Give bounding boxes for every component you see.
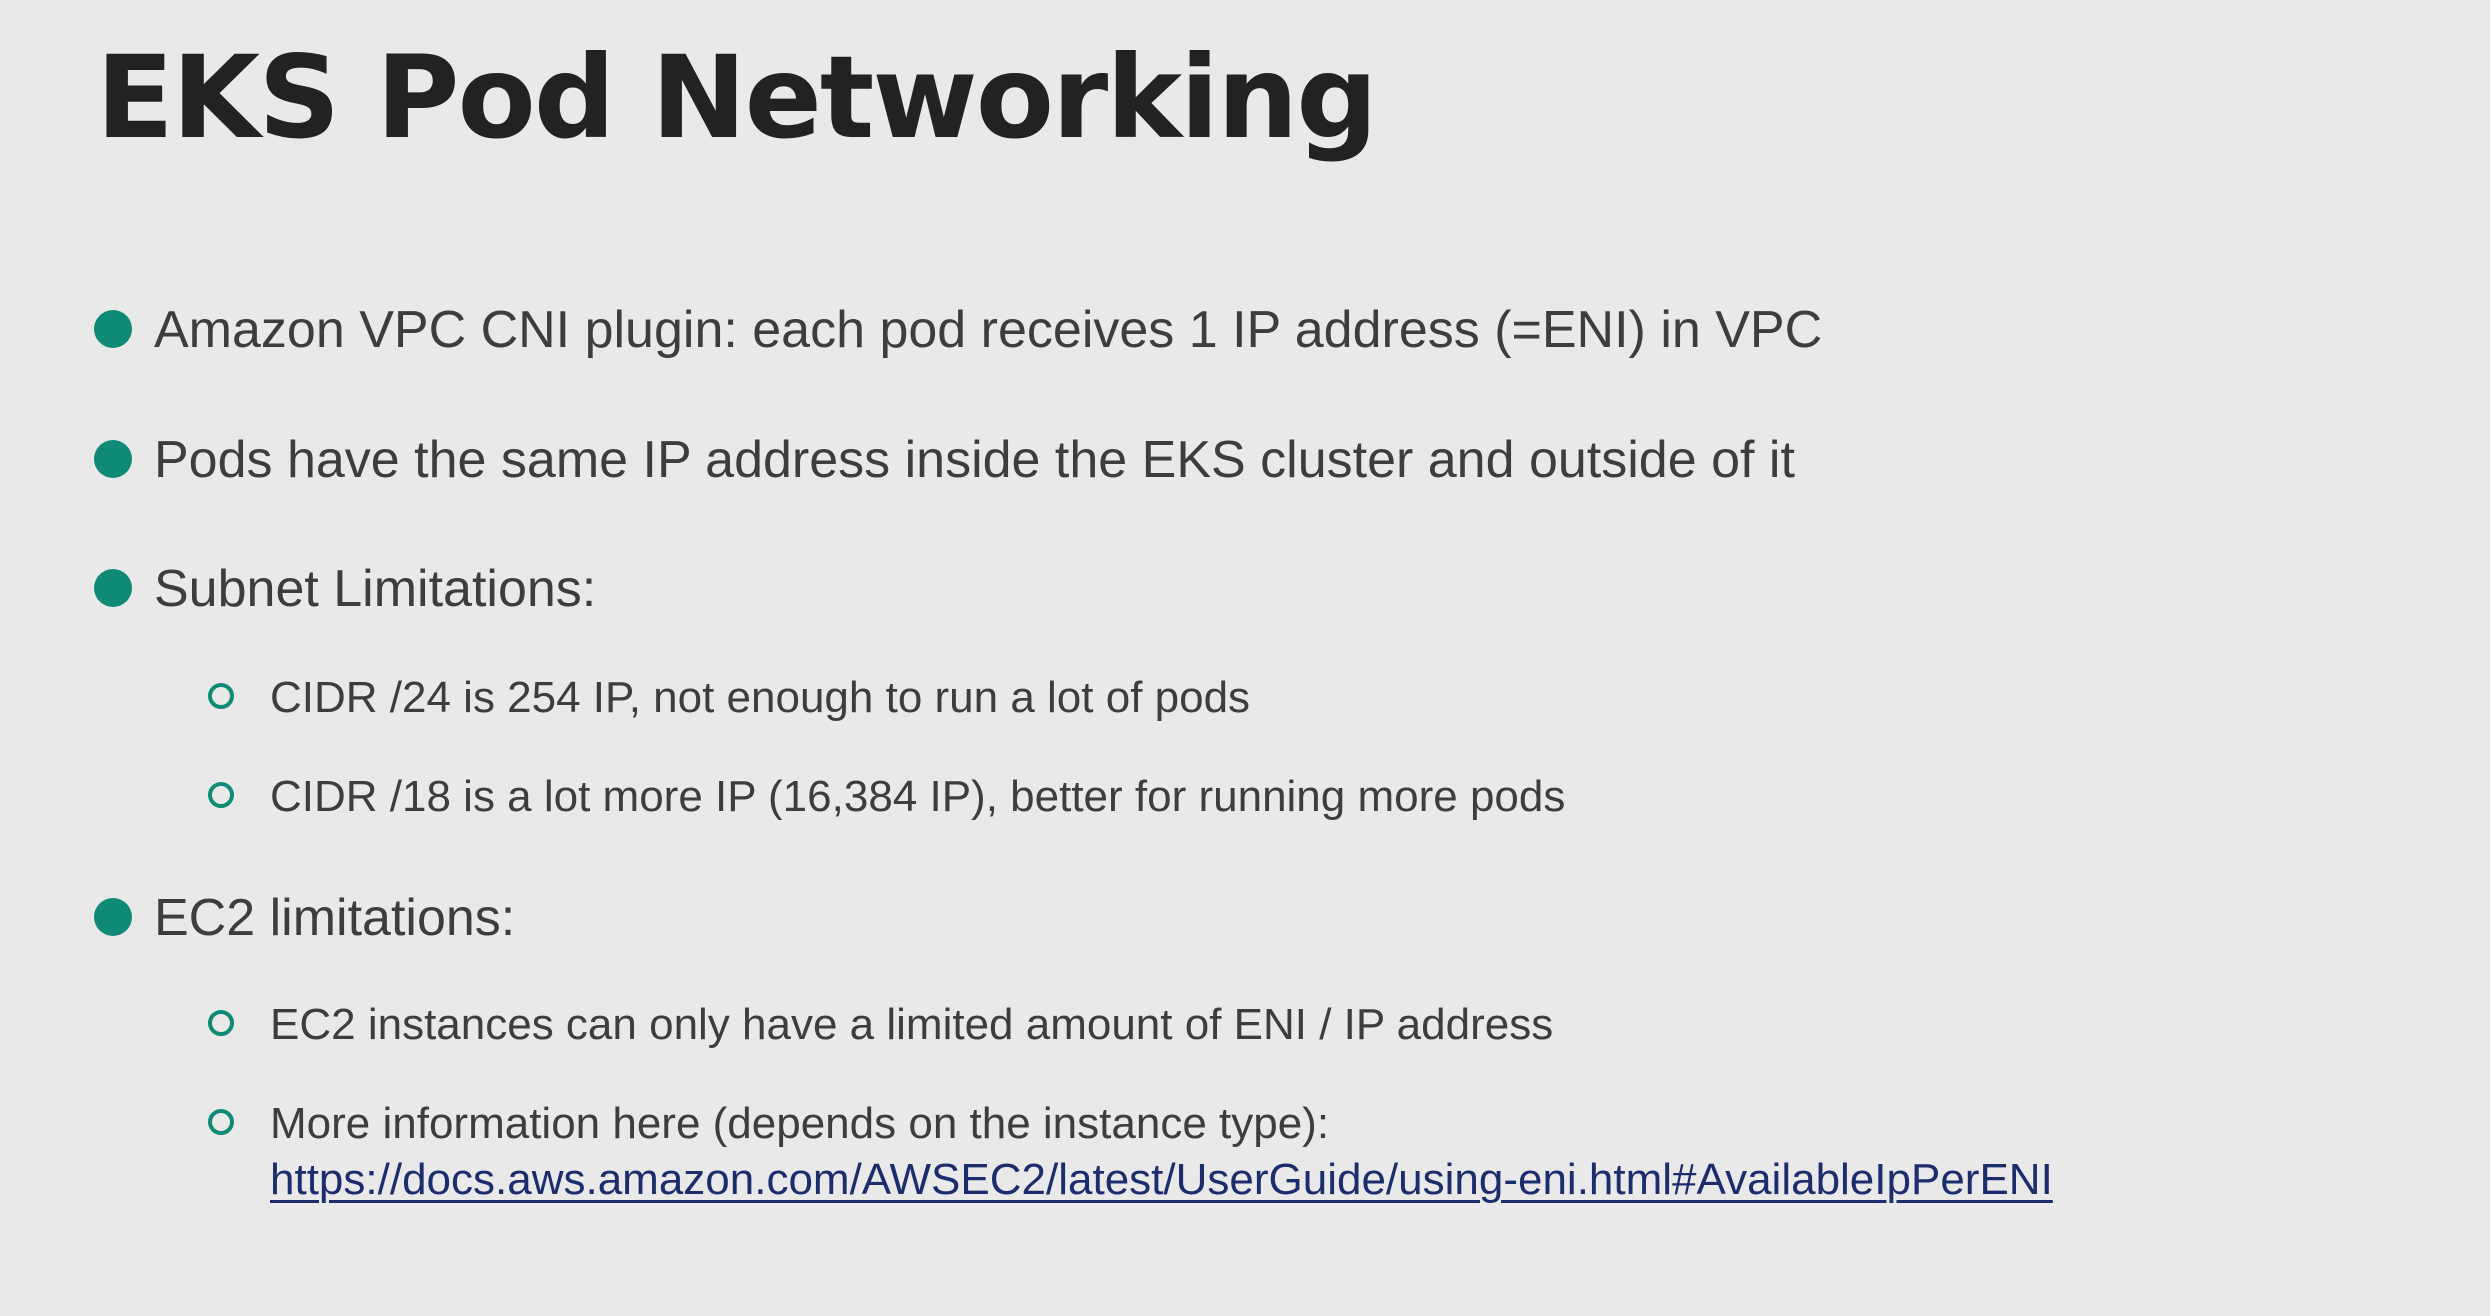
sub-bullet-more-info: More information here (depends on the in…: [208, 1096, 2053, 1208]
hollow-circle-bullet-icon: [208, 1010, 234, 1036]
sub-bullet-text: EC2 instances can only have a limited am…: [270, 1000, 1554, 1049]
bullet-vpc-cni: Amazon VPC CNI plugin: each pod receives…: [94, 298, 1822, 362]
filled-circle-bullet-icon: [94, 440, 132, 478]
filled-circle-bullet-icon: [94, 310, 132, 348]
sub-bullet-text: More information here (depends on the in…: [270, 1096, 2053, 1208]
bullet-text: EC2 limitations:: [154, 889, 516, 947]
bullet-subnet-limitations: Subnet Limitations:: [94, 557, 596, 621]
filled-circle-bullet-icon: [94, 569, 132, 607]
aws-docs-link[interactable]: https://docs.aws.amazon.com/AWSEC2/lates…: [270, 1155, 2053, 1204]
bullet-text: Subnet Limitations:: [154, 560, 597, 618]
bullet-ec2-limitations: EC2 limitations:: [94, 886, 515, 950]
bullet-text: Pods have the same IP address inside the…: [154, 431, 1795, 489]
more-info-text: More information here (depends on the in…: [270, 1099, 1330, 1148]
hollow-circle-bullet-icon: [208, 1109, 234, 1135]
sub-bullet-text: CIDR /18 is a lot more IP (16,384 IP), b…: [270, 772, 1566, 821]
bullet-text: Amazon VPC CNI plugin: each pod receives…: [154, 301, 1823, 359]
filled-circle-bullet-icon: [94, 898, 132, 936]
sub-bullet-cidr-18: CIDR /18 is a lot more IP (16,384 IP), b…: [208, 769, 1565, 825]
sub-bullet-eni-limit: EC2 instances can only have a limited am…: [208, 997, 1553, 1053]
sub-bullet-text: CIDR /24 is 254 IP, not enough to run a …: [270, 673, 1251, 722]
bullet-same-ip: Pods have the same IP address inside the…: [94, 428, 1795, 492]
slide-title: EKS Pod Networking: [96, 31, 1378, 164]
hollow-circle-bullet-icon: [208, 782, 234, 808]
hollow-circle-bullet-icon: [208, 683, 234, 709]
sub-bullet-cidr-24: CIDR /24 is 254 IP, not enough to run a …: [208, 670, 1250, 726]
